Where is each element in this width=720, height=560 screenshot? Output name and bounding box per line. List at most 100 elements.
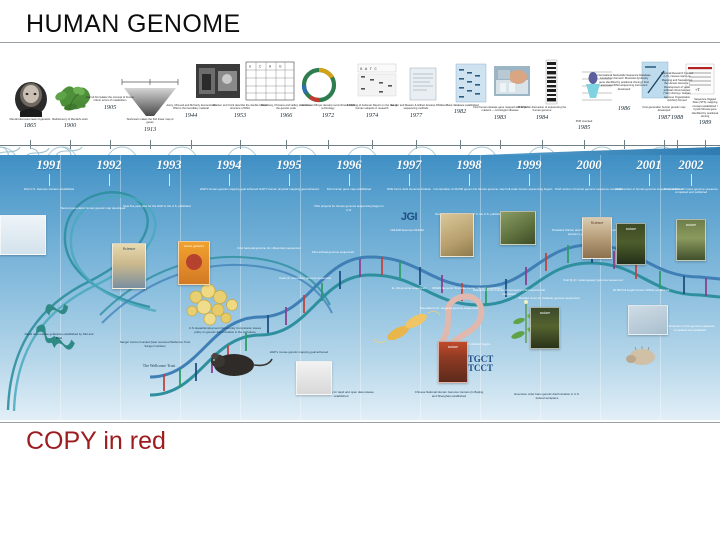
- upper-entry-year: 1986: [617, 104, 631, 112]
- svg-text:A: A: [269, 65, 272, 69]
- event-note-first-archeal-genome: First archeal genome sequenced: [311, 250, 355, 254]
- axis-tick: [150, 140, 151, 149]
- upper-timeline-entry: Sanger and Maxam & Gilbert develop DNA s…: [388, 44, 444, 149]
- upper-entry-year: 1865: [23, 122, 37, 130]
- upper-entry-year: 1966: [279, 111, 293, 119]
- upper-entry-caption: Watson and Crick describe the double hel…: [213, 104, 267, 111]
- upper-entry-year: 1984: [535, 113, 549, 121]
- year-label: 2000: [576, 158, 602, 172]
- upper-entry-year: 1983: [493, 113, 507, 121]
- upper-entry-caption: Sanger and Maxam & Gilbert develop DNA s…: [390, 104, 442, 111]
- pea-plant-art: [55, 86, 91, 111]
- year-caption: Draft version of mouse genome sequence c…: [664, 186, 718, 195]
- year-caption: First U.S. Genome Centers established: [23, 186, 75, 191]
- cdna-diagram-thumb: [628, 305, 668, 335]
- upper-entry-caption: Sequence-Tagged Sites (STS) mapping conc…: [691, 98, 719, 118]
- event-note-nchgr-nhgri: NCHGR becomes NHGRI: [390, 228, 424, 232]
- year-caption: HGP's human genetic mapping goal achieve…: [199, 186, 259, 191]
- upper-entry-year: 1905: [103, 103, 117, 111]
- upper-entry-caption: Sturtevant makes the first linear map of…: [126, 118, 174, 125]
- year-tick: [168, 173, 170, 186]
- year-caption: HGP's human physical mapping goal achiev…: [259, 186, 319, 191]
- axis-tick: [677, 140, 678, 149]
- year-column-1995: 1995 HGP's human physical mapping goal a…: [250, 159, 328, 191]
- upper-timeline-entry: Watson and Crick describe the double hel…: [212, 44, 268, 149]
- magazine-cover-nature-genetics-1994: nature genetics: [178, 241, 210, 285]
- magazine-cover-science-2001: Science: [582, 217, 612, 259]
- upper-timeline-band: U C A G G A T C: [0, 44, 720, 186]
- year-tick: [288, 173, 290, 186]
- upper-entry-caption: Nirenberg, Khorana and Holley determine …: [261, 104, 311, 111]
- upper-timeline-entry: Garrod formulates the concept of human i…: [82, 44, 138, 149]
- upper-timeline-entry: Nirenberg, Khorana and Holley determine …: [258, 44, 314, 149]
- year-column-2001: 2001 Draft version of human genome seque…: [610, 159, 688, 191]
- upper-entry-caption: PCR invented: [575, 120, 593, 123]
- genetic-map-thumb: [0, 215, 46, 255]
- axis-tick: [664, 140, 665, 149]
- upper-entry-caption: Mendel discovers laws of genetics: [9, 118, 51, 121]
- upper-entry-year: 1974: [365, 111, 379, 119]
- column-divider: [600, 155, 601, 420]
- human-genome-timeline-poster: U C A G G A T C: [0, 44, 720, 420]
- avery-lab-photo: [196, 64, 240, 98]
- column-divider: [60, 155, 61, 420]
- year-column-2002: 2002 Draft version of mouse genome seque…: [664, 159, 718, 195]
- year-tick: [528, 173, 530, 186]
- year-caption: Draft version of human genome sequence c…: [555, 186, 623, 191]
- year-label: 1993: [156, 158, 182, 172]
- axis-tick: [500, 140, 501, 149]
- year-tick: [690, 173, 692, 186]
- axis-tick: [240, 140, 241, 149]
- upper-timeline-entry: First human disease gene mapped with DNA…: [472, 44, 528, 149]
- event-note-sanger-centre: Sanger Centre founded (later renamed Wel…: [119, 340, 191, 348]
- year-tick: [108, 173, 110, 186]
- page-title: HUMAN GENOME: [26, 10, 241, 38]
- axis-tick: [542, 140, 543, 149]
- upper-entry-year: 1989: [698, 119, 712, 127]
- svg-text:U: U: [249, 65, 252, 69]
- axis-tick: [30, 140, 31, 149]
- year-tick: [348, 173, 350, 186]
- upper-timeline-axis: [0, 145, 720, 146]
- year-column-1993: 1993: [130, 159, 208, 188]
- event-note-rapid-data-release: Rapid data release guidelines establishe…: [24, 332, 94, 340]
- sequencing-gel-art: [455, 63, 487, 103]
- upper-entry-year: 1944: [184, 111, 198, 119]
- year-column-2000: 2000 Draft version of human genome seque…: [550, 159, 628, 191]
- axis-tick: [286, 140, 287, 149]
- year-label: 1998: [456, 158, 482, 172]
- year-caption: First human gene map established: [326, 186, 372, 191]
- jgi-logo: JGI: [400, 211, 418, 223]
- sts-diagram-art: +T: [685, 63, 715, 95]
- upper-entry-year: 1988: [670, 114, 684, 122]
- event-note-riken-center: RIKEN Genomic Sciences Center (Japan) es…: [432, 286, 502, 290]
- event-note-yeast-genome: Yeast (S. cerevisiae) genome sequenced: [278, 276, 332, 280]
- gel-ladder-art: [545, 59, 558, 105]
- plasmid-circle-art: [301, 67, 337, 103]
- upper-timeline-entry: First public discussion of sequencing th…: [514, 44, 570, 149]
- event-note-first-chromosome: Sequence of first human chromosome (chro…: [472, 288, 546, 296]
- magazine-cover-nature-2002: nature: [676, 219, 706, 261]
- upper-timeline-entry: Cohen and Boyer develop recombinant DNA …: [300, 44, 356, 149]
- upper-timeline-entry: National Research Council (U.S.) issues …: [660, 44, 694, 149]
- upper-timeline-entry: Mendel discovers laws of genetics 1865: [2, 44, 58, 149]
- year-column-1999: 1999 Full-scale human sequencing begins: [490, 159, 568, 191]
- title-divider: [0, 42, 720, 43]
- blue-report-cover-art: [641, 61, 669, 99]
- event-note-pilot-projects: Pilot projects for human genome sequenci…: [314, 204, 384, 212]
- upper-entry-caption: Rediscovery of Mendel's work: [52, 118, 88, 121]
- event-note-chinese-centers: Chinese National Human Genome Centers (i…: [414, 390, 484, 398]
- upper-timeline-artwork: U C A G G A T C: [15, 59, 715, 117]
- upper-timeline-entry: Rediscovery of Mendel's work 1900: [42, 44, 98, 149]
- upper-entry-caption: Garrod formulates the concept of human i…: [85, 96, 135, 103]
- magazine-cover-nature-1998: nature: [438, 341, 468, 383]
- axis-tick: [624, 140, 625, 149]
- year-caption: Incorporation of 30,000 genes into human…: [433, 186, 505, 191]
- upper-entry-caption: National Research Council (U.S.) issues …: [661, 72, 693, 102]
- event-note-snp-initiative: SNP initiative begins: [463, 342, 491, 346]
- upper-timeline-entry: Avery, McLeod and McCarty demonstrate DN…: [163, 44, 219, 149]
- upper-timeline-entry: Sequence-Tagged Sites (STS) mapping conc…: [690, 44, 720, 149]
- upper-entry-caption: Founding of Asilomar Report on the use o…: [346, 104, 398, 111]
- year-column-1992: 1992: [70, 159, 148, 188]
- upper-entry-year: 1972: [321, 111, 335, 119]
